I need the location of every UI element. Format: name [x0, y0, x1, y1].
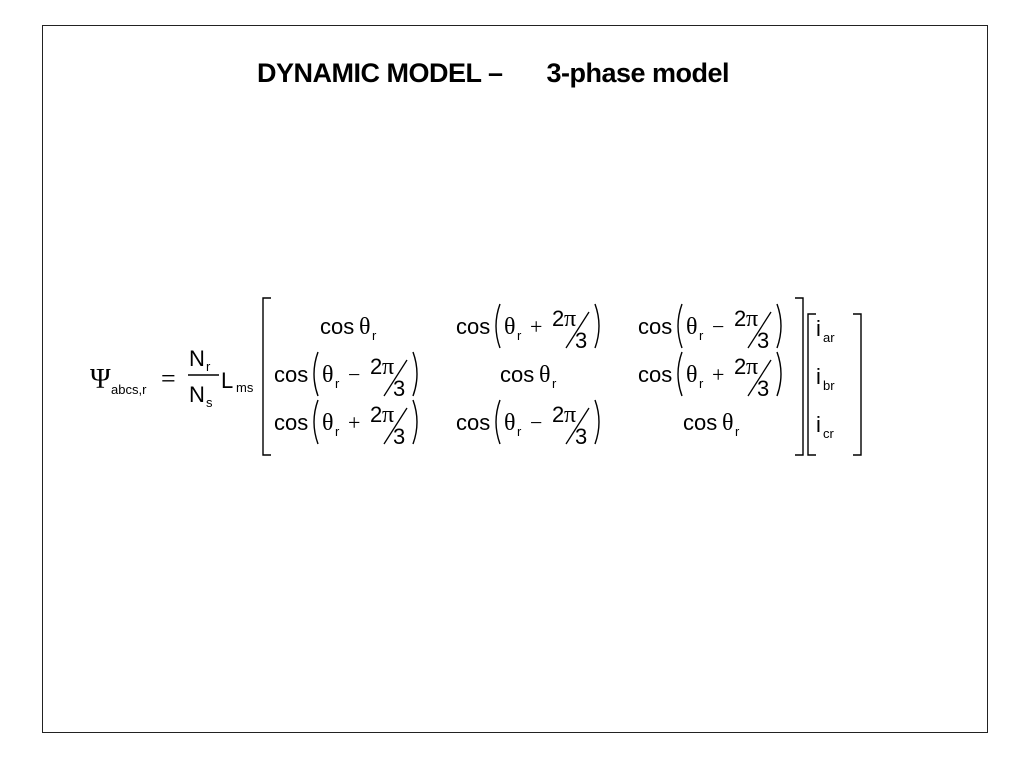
m31-sign: + — [348, 410, 360, 435]
equals-sign: = — [161, 364, 176, 393]
ratio-denominator-sub: s — [206, 395, 213, 410]
m32-three: 3 — [575, 424, 587, 449]
m23-pi: π — [746, 354, 758, 380]
m13-sign: − — [712, 314, 724, 339]
m23-slash — [747, 359, 772, 397]
m21-close-paren — [412, 351, 418, 397]
ratio-denominator: N — [189, 382, 205, 407]
m21-two: 2 — [370, 354, 382, 379]
m12-theta-sub: r — [517, 328, 522, 343]
m22-theta: θ — [539, 362, 551, 388]
current-cr-sub: cr — [823, 426, 835, 441]
current-ar-sub: ar — [823, 330, 835, 345]
slide-title: DYNAMIC MODEL – 3-phase model — [43, 58, 943, 89]
m11-cos: cos — [320, 314, 354, 339]
m23-cos: cos — [638, 362, 672, 387]
psi-symbol: Ψ — [90, 364, 111, 395]
m12-cos: cos — [456, 314, 490, 339]
m23-close-paren — [776, 351, 782, 397]
m13-pi: π — [746, 306, 758, 332]
m32-theta: θ — [504, 410, 516, 436]
m32-two: 2 — [552, 402, 564, 427]
vector-right-bracket — [853, 313, 862, 456]
m31-three: 3 — [393, 424, 405, 449]
m21-slash — [383, 359, 408, 397]
slide-frame: DYNAMIC MODEL – 3-phase model — [42, 25, 988, 733]
current-br: i — [816, 364, 821, 389]
m12-three: 3 — [575, 328, 587, 353]
m12-sign: + — [530, 314, 542, 339]
m13-cos: cos — [638, 314, 672, 339]
m21-theta: θ — [322, 362, 334, 388]
m31-open-paren — [313, 399, 319, 445]
matrix-right-bracket — [795, 297, 804, 456]
m31-theta: θ — [322, 410, 334, 436]
m32-open-paren — [495, 399, 501, 445]
matrix-left-bracket — [262, 297, 271, 456]
m12-slash — [565, 311, 590, 349]
m13-theta-sub: r — [699, 328, 704, 343]
m21-pi: π — [382, 354, 394, 380]
m31-pi: π — [382, 402, 394, 428]
m21-sign: − — [348, 362, 360, 387]
title-part-dynamic-model: DYNAMIC MODEL – — [256, 58, 503, 88]
m13-three: 3 — [757, 328, 769, 353]
m12-pi: π — [564, 306, 576, 332]
m11-theta: θ — [359, 314, 371, 340]
m13-theta: θ — [686, 314, 698, 340]
current-br-sub: br — [823, 378, 835, 393]
m21-theta-sub: r — [335, 376, 340, 391]
m33-cos: cos — [683, 410, 717, 435]
m12-close-paren — [594, 303, 600, 349]
inductance-symbol: L — [221, 368, 233, 393]
m13-open-paren — [677, 303, 683, 349]
ratio-numerator: N — [189, 346, 205, 371]
m31-two: 2 — [370, 402, 382, 427]
m31-close-paren — [412, 399, 418, 445]
m21-cos: cos — [274, 362, 308, 387]
m12-two: 2 — [552, 306, 564, 331]
m32-theta-sub: r — [517, 424, 522, 439]
m13-two: 2 — [734, 306, 746, 331]
vector-left-bracket — [807, 313, 816, 456]
m21-three: 3 — [393, 376, 405, 401]
current-ar: i — [816, 316, 821, 341]
m23-two: 2 — [734, 354, 746, 379]
m31-theta-sub: r — [335, 424, 340, 439]
m22-theta-sub: r — [552, 376, 557, 391]
m12-theta: θ — [504, 314, 516, 340]
m23-sign: + — [712, 362, 724, 387]
m33-theta: θ — [722, 410, 734, 436]
m23-three: 3 — [757, 376, 769, 401]
m13-close-paren — [776, 303, 782, 349]
m33-theta-sub: r — [735, 424, 740, 439]
current-cr: i — [816, 412, 821, 437]
m23-theta: θ — [686, 362, 698, 388]
m32-sign: − — [530, 410, 542, 435]
m32-cos: cos — [456, 410, 490, 435]
m23-theta-sub: r — [699, 376, 704, 391]
inductance-subscript: ms — [236, 380, 254, 395]
m32-slash — [565, 407, 590, 445]
m32-close-paren — [594, 399, 600, 445]
m32-pi: π — [564, 402, 576, 428]
m23-open-paren — [677, 351, 683, 397]
ratio-numerator-sub: r — [206, 359, 211, 374]
m12-open-paren — [495, 303, 501, 349]
m22-cos: cos — [500, 362, 534, 387]
psi-subscript: abcs,r — [111, 382, 147, 397]
m21-open-paren — [313, 351, 319, 397]
title-part-3-phase-model: 3-phase model — [546, 58, 730, 88]
m31-slash — [383, 407, 408, 445]
m31-cos: cos — [274, 410, 308, 435]
m13-slash — [747, 311, 772, 349]
m11-theta-sub: r — [372, 328, 377, 343]
